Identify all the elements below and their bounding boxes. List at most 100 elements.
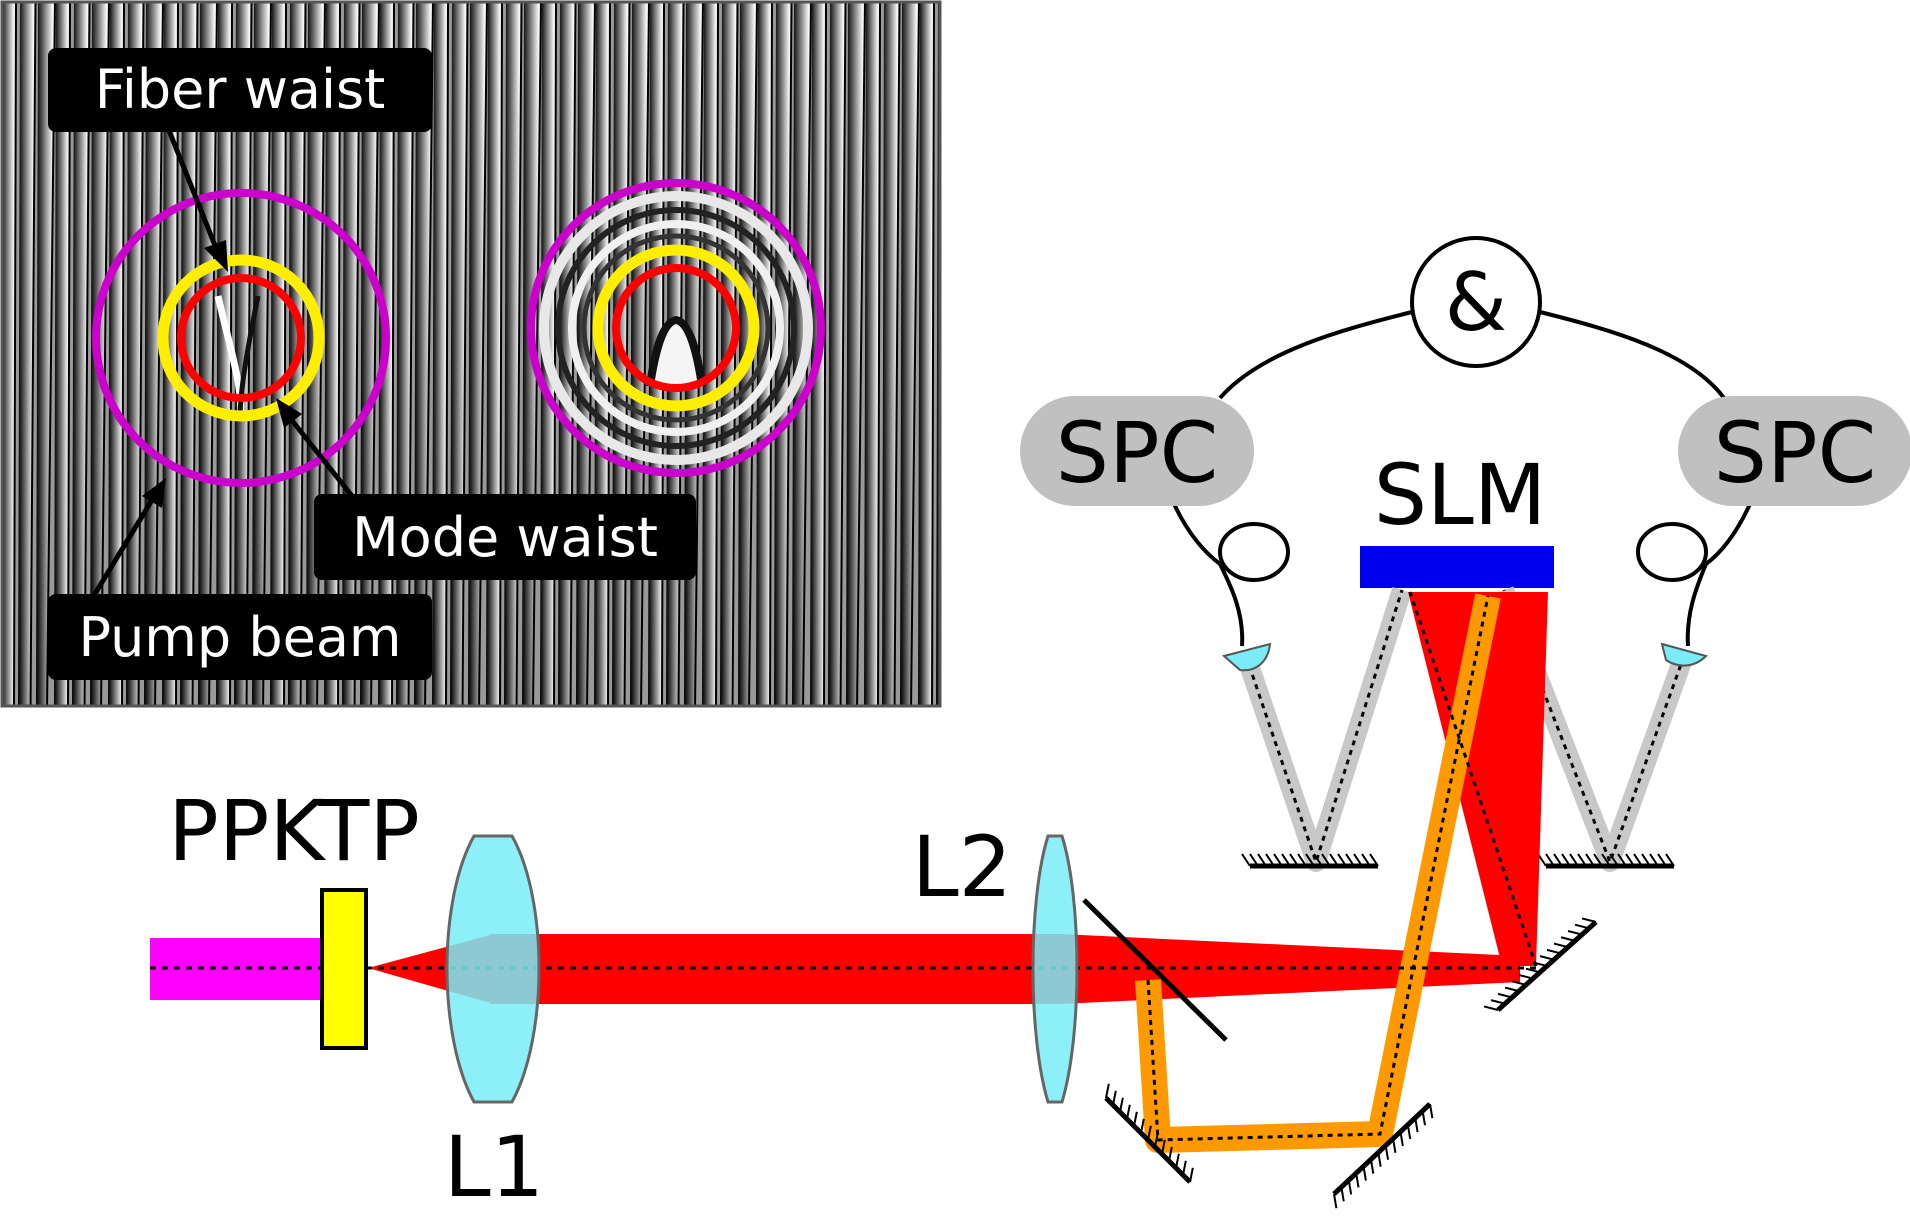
pump-beam-ring-right bbox=[527, 179, 825, 477]
fringe-edge bbox=[478, 2, 488, 706]
fringe-edge bbox=[893, 2, 901, 706]
arrow-line bbox=[87, 498, 155, 604]
mirror-hatch-tick bbox=[1546, 948, 1562, 955]
mirror-hatch-tick bbox=[1369, 853, 1379, 867]
mirror-hatch-tick bbox=[1617, 853, 1627, 867]
ppktp-body bbox=[320, 888, 368, 1050]
ppktp-label: PPKTP bbox=[168, 782, 420, 880]
mirror-hatch-tick bbox=[1154, 1132, 1159, 1148]
mirror-hatch-tick bbox=[1333, 1193, 1338, 1209]
mirror-hatch-tick bbox=[1112, 1090, 1117, 1106]
fiber-loop-right-icon bbox=[1636, 522, 1708, 582]
fiber-waist-ring-left bbox=[177, 274, 305, 402]
fringe-line bbox=[108, 2, 124, 706]
fringe-edge bbox=[640, 2, 650, 706]
spc-right-body bbox=[1678, 396, 1910, 506]
mirror-hatch-tick bbox=[1161, 1139, 1166, 1155]
mirror-hatch-tick bbox=[1504, 986, 1520, 993]
fringe-line bbox=[252, 2, 271, 706]
arrowhead-icon bbox=[142, 478, 166, 508]
mirror-hatch-tick bbox=[1392, 1138, 1397, 1154]
fringe-edge bbox=[13, 2, 17, 706]
pickoff-mirror bbox=[1082, 898, 1228, 1042]
mirror-right-main bbox=[1483, 917, 1598, 1012]
hatched-mirror-icon bbox=[1333, 1103, 1434, 1209]
mirror-bottom-left bbox=[1104, 1083, 1194, 1184]
mirror-hatch-tick bbox=[1147, 1125, 1152, 1141]
mirror-hatch-tick bbox=[1257, 853, 1267, 867]
arrowhead-icon bbox=[204, 240, 228, 272]
mirror-bottom-right bbox=[1332, 1102, 1434, 1209]
hologram-inset: Fiber waist Mode waist Pump beam bbox=[0, 0, 942, 708]
fork-dislocation-left-dark bbox=[237, 295, 261, 421]
mirror-hatch-tick bbox=[1625, 853, 1635, 867]
mirror-hatch-tick bbox=[1421, 1110, 1426, 1126]
mode-waist-ring-right bbox=[592, 244, 760, 412]
fringe-line bbox=[36, 2, 55, 706]
callout-box bbox=[48, 48, 432, 132]
mode-waist-ring-left bbox=[157, 254, 325, 422]
mirror-hatch-tick bbox=[1321, 853, 1331, 867]
fringe-edge bbox=[823, 2, 827, 706]
fringe-line bbox=[900, 2, 919, 706]
fiber-waist-label: Fiber waist bbox=[95, 58, 386, 121]
fringe-edge bbox=[839, 2, 847, 706]
spc-right-label: SPC bbox=[1714, 404, 1877, 502]
mirror-hatch-tick bbox=[1609, 853, 1619, 867]
pump-beam-label: Pump beam bbox=[78, 606, 401, 669]
mirror-hatch-tick bbox=[1532, 961, 1548, 967]
coincidence-counter: & bbox=[1410, 236, 1542, 368]
fringe-line bbox=[864, 2, 880, 706]
signal-beam-to-slm bbox=[1408, 592, 1548, 966]
mirror-hatch-tick bbox=[1399, 1131, 1404, 1147]
spc-right: SPC bbox=[1678, 396, 1910, 506]
spc-left: SPC bbox=[1020, 396, 1254, 506]
inset-border bbox=[0, 0, 942, 708]
hatched-mirror-icon bbox=[1241, 853, 1379, 867]
lens-l1: L1 bbox=[444, 834, 544, 1216]
fringe-line bbox=[270, 2, 286, 706]
fringe-edge bbox=[877, 2, 881, 706]
mirror-hatch-tick bbox=[1361, 853, 1371, 867]
mirror-hatch-tick bbox=[1545, 853, 1555, 867]
callout-pump-beam: Pump beam bbox=[48, 478, 432, 680]
mirror-hatch-tick bbox=[1345, 853, 1355, 867]
callout-box bbox=[48, 594, 432, 680]
fringe-edge bbox=[586, 2, 596, 706]
fringe-edge bbox=[607, 2, 611, 706]
fringe-edge bbox=[499, 2, 503, 706]
lens-l2-body bbox=[1031, 834, 1079, 1104]
lens-l2-label: L2 bbox=[912, 818, 1012, 916]
spc-left-body bbox=[1020, 396, 1254, 506]
fringe-edge bbox=[445, 2, 449, 706]
spc-left-label: SPC bbox=[1056, 404, 1219, 502]
fringe-edge bbox=[856, 2, 866, 706]
mirror-hatch-tick bbox=[1601, 853, 1611, 867]
fiber-waist-ring-right bbox=[612, 264, 740, 392]
mirror-hatch-tick bbox=[1126, 1104, 1131, 1120]
coincidence-circle bbox=[1410, 236, 1542, 368]
fiber-loop-left-icon bbox=[1218, 522, 1290, 582]
mirror-hatch-tick bbox=[1585, 853, 1595, 867]
callout-mode-waist: Mode waist bbox=[276, 398, 696, 580]
mirror-hatch-tick bbox=[1340, 1186, 1345, 1202]
fringe-edge bbox=[769, 2, 773, 706]
slm-label: SLM bbox=[1374, 446, 1547, 544]
slm: SLM bbox=[1360, 446, 1554, 588]
mirror-hatch-tick bbox=[1384, 1145, 1390, 1160]
mirror-hatch-tick bbox=[1641, 853, 1651, 867]
mirror-hatch-tick bbox=[1355, 1173, 1360, 1188]
fringe-edge bbox=[29, 2, 37, 706]
mirror-hatch-tick bbox=[1649, 853, 1659, 867]
fringe-line bbox=[702, 2, 718, 706]
fringe-line bbox=[54, 2, 70, 706]
fold-mirror-right bbox=[1537, 853, 1675, 869]
mirror-hatch-tick bbox=[1329, 853, 1339, 867]
mirror-hatch-tick bbox=[1593, 853, 1603, 867]
mirror-hatch-tick bbox=[1560, 936, 1576, 942]
mirror-hatch-tick bbox=[1305, 853, 1315, 867]
fringe-line bbox=[2, 2, 16, 706]
fringe-line bbox=[144, 2, 163, 706]
mirror-hatch-tick bbox=[1490, 999, 1506, 1005]
mirror-hatch-tick bbox=[1518, 974, 1534, 980]
